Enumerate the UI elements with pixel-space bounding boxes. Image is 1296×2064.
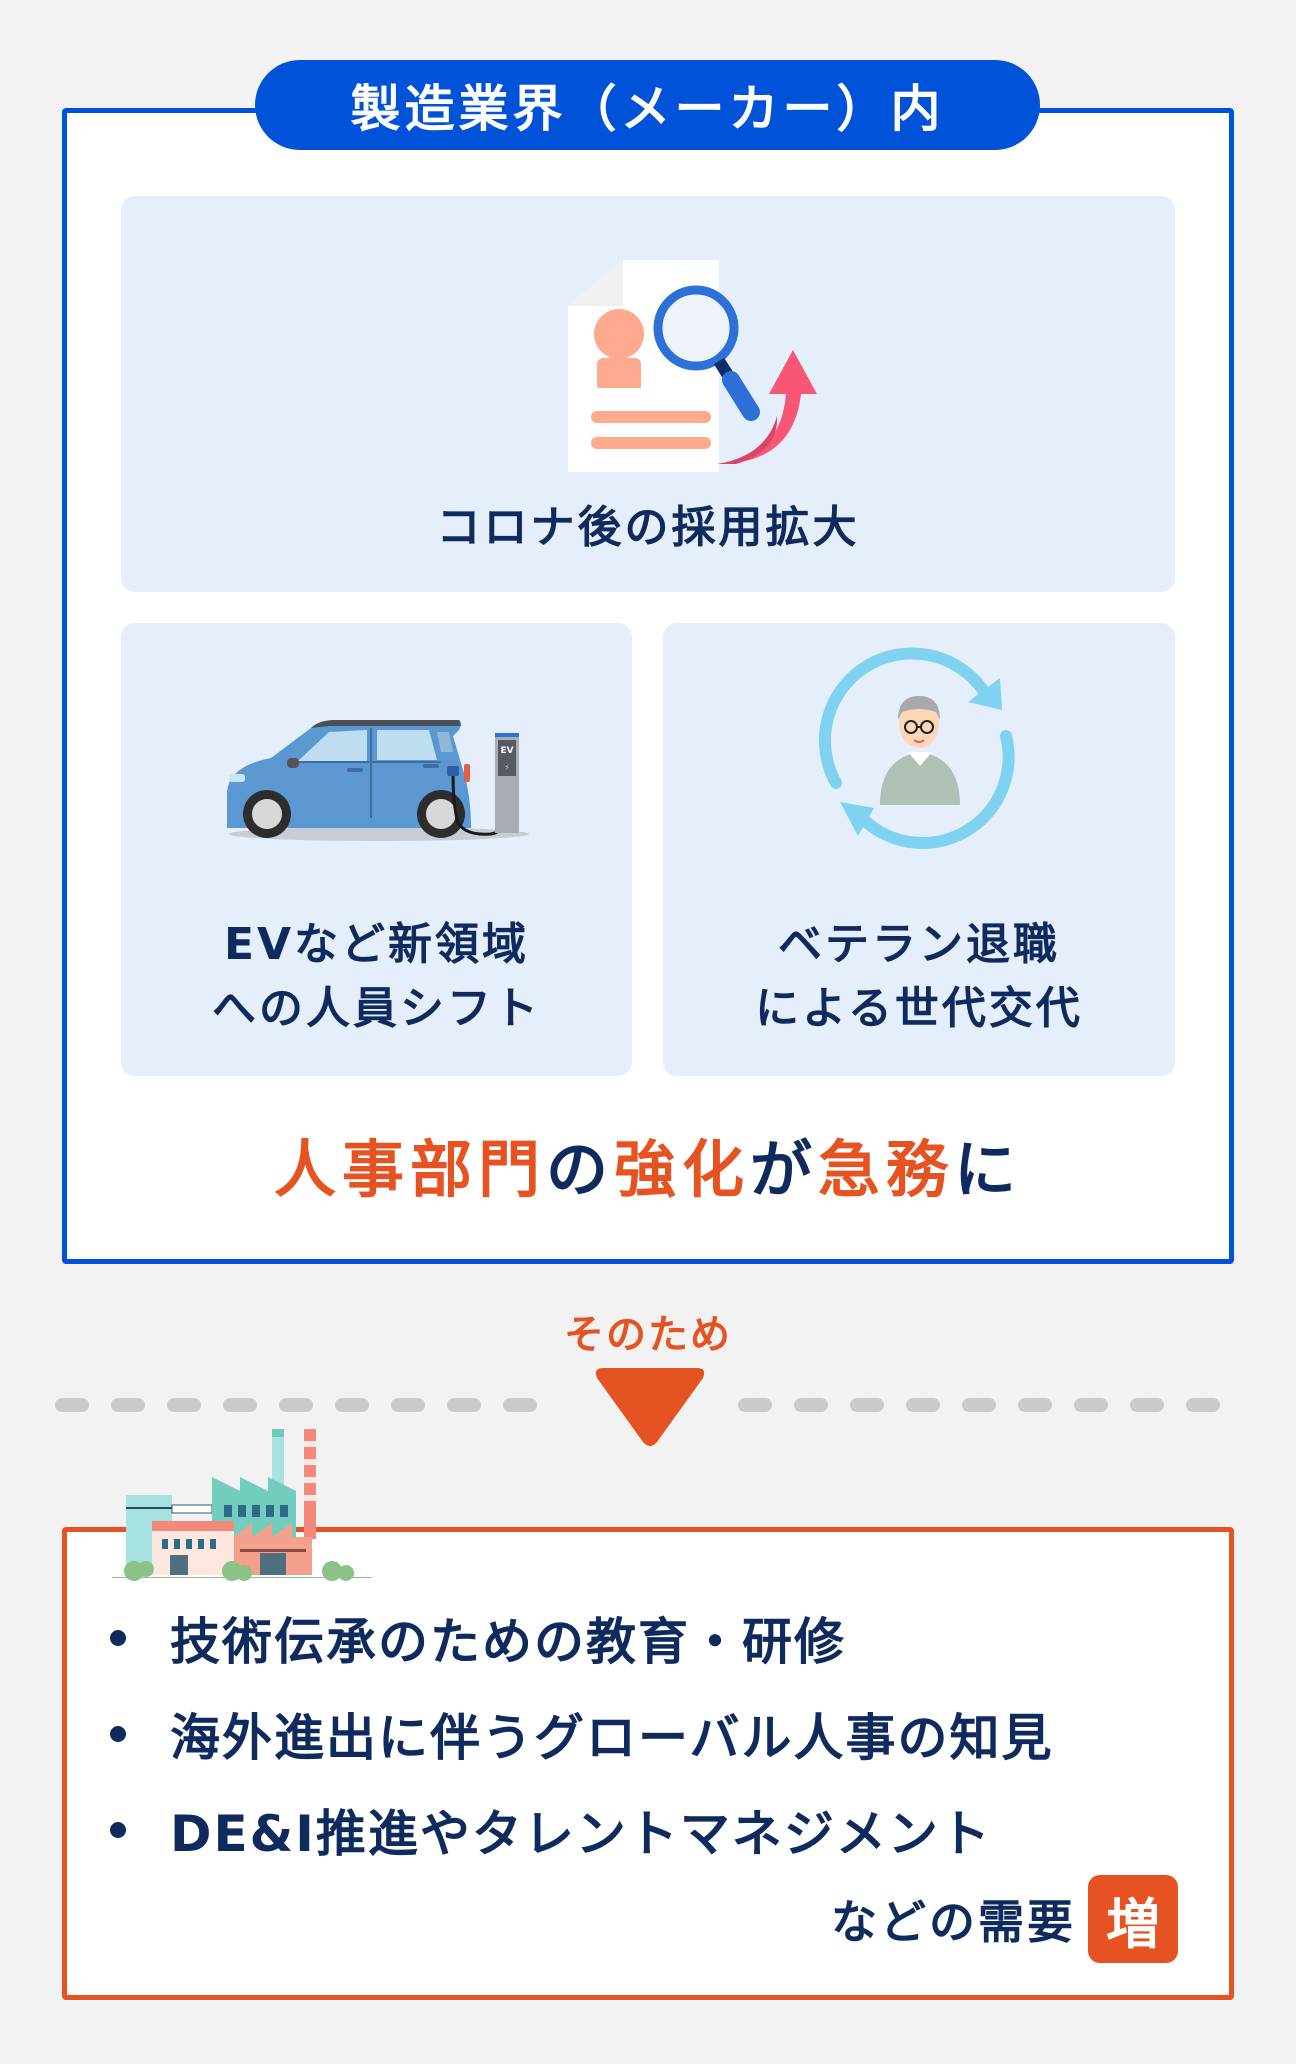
dashed-divider-right <box>738 1398 1238 1412</box>
arrow-down-triangle-icon <box>593 1368 707 1448</box>
ev-car-charging-icon: EV ⚡ <box>201 700 561 860</box>
bullet-icon <box>110 1726 126 1742</box>
bullet-icon <box>110 1822 126 1838</box>
list-item: 海外進出に伴うグローバル人事の知見 <box>110 1686 1054 1782</box>
card-hiring-expansion: コロナ後の採用拡大 <box>121 196 1175 592</box>
demand-summary: などの需要 増 <box>831 1875 1178 1963</box>
demand-bullet-list: 技術伝承のための教育・研修 海外進出に伴うグローバル人事の知見 DE&I推進やタ… <box>110 1590 1054 1878</box>
conclusion-statement: 人事部門の強化が急務に <box>273 1133 1023 1206</box>
section-title-pill: 製造業界（メーカー）内 <box>255 60 1040 150</box>
senior-worker-cycle-icon <box>800 640 1040 860</box>
svg-text:⚡: ⚡ <box>504 763 510 772</box>
card-label: コロナ後の採用拡大 <box>436 502 860 553</box>
transition-label: そのため <box>564 1312 732 1358</box>
increase-badge: 増 <box>1088 1875 1178 1963</box>
list-item: DE&I推進やタレントマネジメント <box>110 1782 1054 1878</box>
svg-text:EV: EV <box>500 746 513 756</box>
demand-panel <box>62 1527 1234 2000</box>
dashed-divider-left <box>55 1398 560 1412</box>
card-veteran-retirement: ベテラン退職 による世代交代 <box>663 623 1175 1076</box>
card-label: EVなど新領域 への人員シフト <box>212 919 541 1034</box>
card-ev-shift: EV ⚡ EVなど新領域 への人員シフト <box>121 623 632 1076</box>
factory-icon <box>100 1425 380 1585</box>
resume-search-growth-icon <box>531 246 831 486</box>
section-title: 製造業界（メーカー）内 <box>350 80 945 138</box>
bullet-icon <box>110 1630 126 1646</box>
demand-text: などの需要 <box>831 1895 1076 1949</box>
list-item: 技術伝承のための教育・研修 <box>110 1590 1054 1686</box>
card-label: ベテラン退職 による世代交代 <box>755 919 1083 1034</box>
